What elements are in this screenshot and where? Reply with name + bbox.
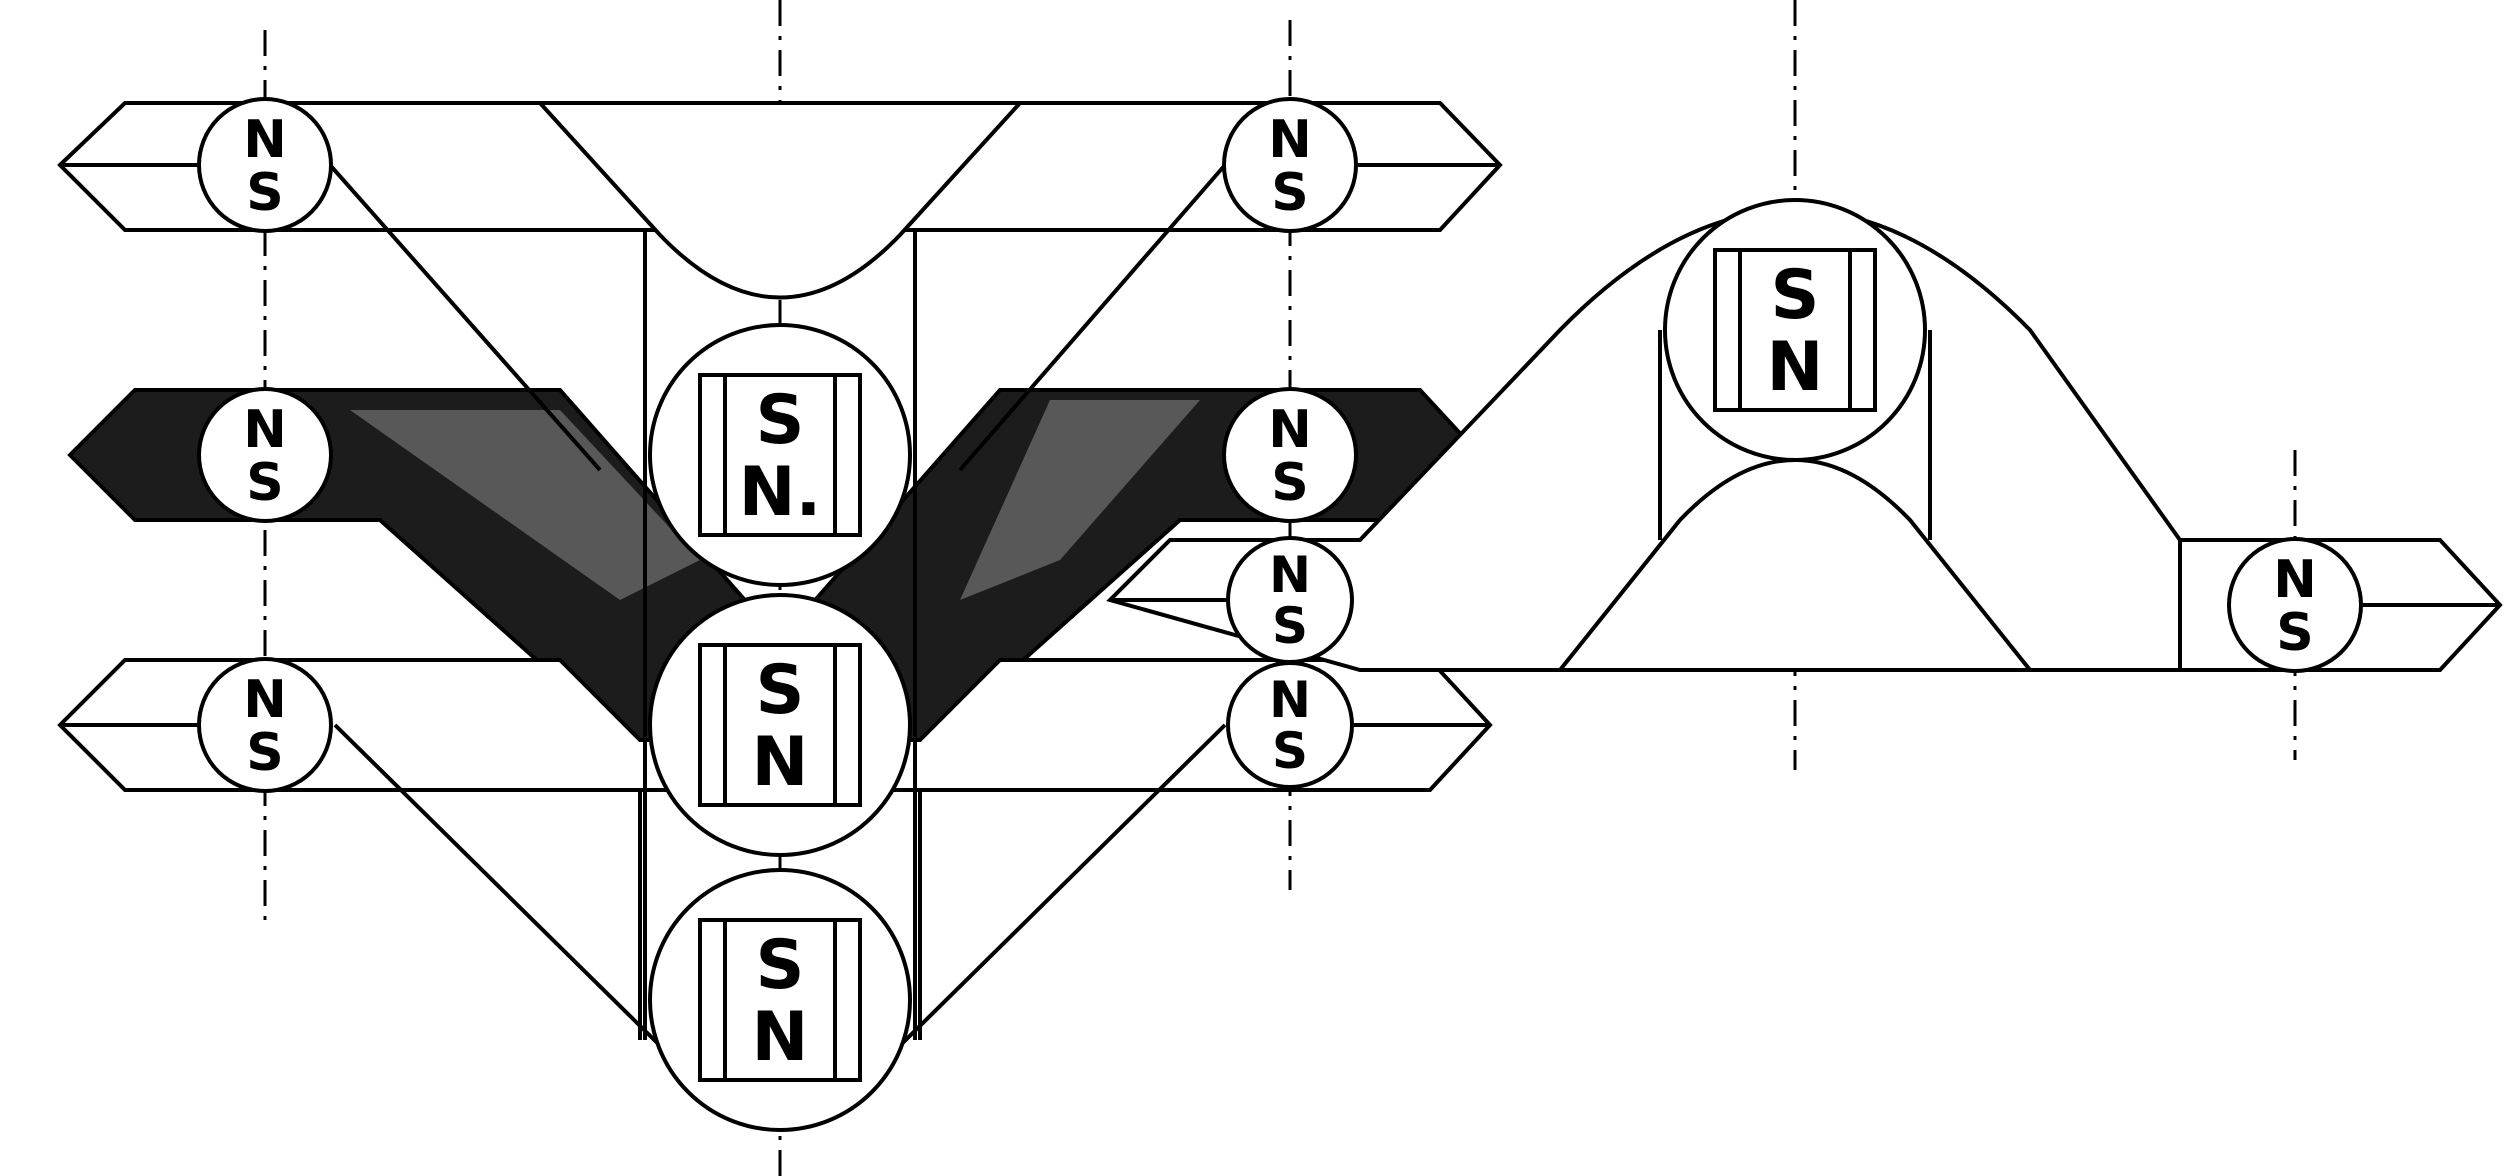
pole-bottom: N bbox=[752, 998, 809, 1077]
pole-top: N bbox=[1269, 546, 1311, 604]
pole-bottom: S bbox=[1272, 597, 1308, 655]
magnet-disc: N S bbox=[197, 657, 333, 793]
magnet-disc: N S bbox=[1226, 536, 1354, 664]
pole-top: N bbox=[2273, 550, 2317, 610]
magnet-circle bbox=[1226, 661, 1354, 789]
magnet-disc: N S bbox=[1222, 387, 1358, 523]
pole-bottom: N bbox=[1767, 328, 1824, 407]
pole-bottom: N bbox=[752, 723, 809, 802]
magnet-circle bbox=[197, 387, 333, 523]
pole-top: N bbox=[243, 400, 287, 460]
pole-bottom: N. bbox=[739, 453, 822, 532]
magnet-disc-large: S N bbox=[648, 593, 912, 857]
shaded-track bbox=[67, 388, 1483, 772]
magnet-circle bbox=[1222, 97, 1358, 233]
magnet-disc: N S bbox=[1226, 661, 1354, 789]
magnet-disc-large: S N. bbox=[648, 323, 912, 587]
pole-bottom: S bbox=[1271, 453, 1308, 513]
pole-top: N bbox=[1268, 400, 1312, 460]
pole-top: S bbox=[756, 926, 805, 1005]
pole-bottom: S bbox=[2276, 603, 2313, 663]
pole-bottom: S bbox=[1271, 163, 1308, 223]
upper-diagonal bbox=[958, 163, 1227, 472]
upper-funnel bbox=[535, 101, 1025, 300]
pole-bottom: S bbox=[246, 453, 283, 513]
magnet-circle bbox=[1222, 387, 1358, 523]
magnets: N S N S N S N S N S N S N bbox=[197, 97, 2363, 1132]
magnet-circle bbox=[2227, 537, 2363, 673]
upper-track bbox=[57, 101, 1503, 472]
pole-top: S bbox=[1771, 256, 1820, 335]
pole-top: N bbox=[243, 670, 287, 730]
magnet-disc: N S bbox=[197, 387, 333, 523]
pole-top: S bbox=[756, 381, 805, 460]
magnet-circle bbox=[197, 657, 333, 793]
upper-diagonal bbox=[328, 163, 602, 472]
pole-top: N bbox=[243, 110, 287, 170]
shaded-track-texture bbox=[350, 410, 700, 600]
pole-bottom: S bbox=[246, 163, 283, 223]
magnet-circle bbox=[197, 97, 333, 233]
magnet-disc: N S bbox=[197, 97, 333, 233]
pole-top: N bbox=[1268, 110, 1312, 170]
magnet-disc-large: S N bbox=[1663, 198, 1927, 462]
pole-bottom: S bbox=[246, 723, 283, 783]
shaded-track-texture bbox=[960, 400, 1200, 600]
magnet-disc: N S bbox=[2227, 537, 2363, 673]
pole-top: N bbox=[1269, 671, 1311, 729]
pole-top: S bbox=[756, 651, 805, 730]
pole-bottom: S bbox=[1272, 722, 1308, 780]
lower-track-bar bbox=[57, 658, 1493, 792]
magnet-disc-large: S N bbox=[648, 868, 912, 1132]
magnet-disc: N S bbox=[1222, 97, 1358, 233]
